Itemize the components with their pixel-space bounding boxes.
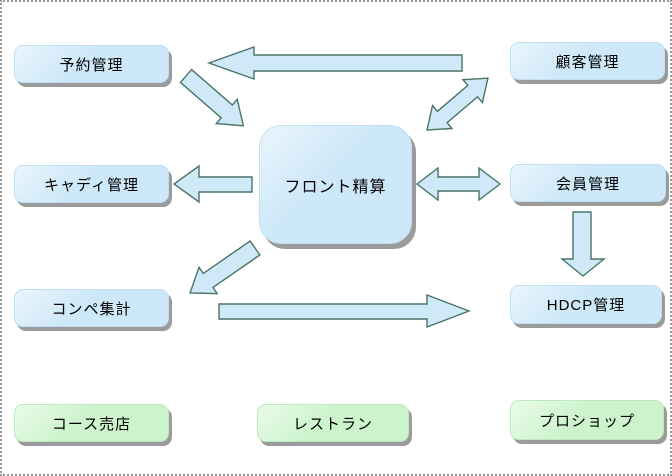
restaurant-box: レストラン — [257, 404, 409, 442]
arrow-customer-to-reservation — [206, 46, 463, 80]
arrow-front-to-caddy — [172, 164, 253, 204]
course-shop-box: コース売店 — [14, 404, 169, 442]
arrow-member-to-hdcp — [560, 211, 606, 277]
customer-management-box: 顧客管理 — [510, 42, 665, 80]
pro-shop-box: プロショップ — [510, 400, 664, 440]
caddy-management-box: キャディ管理 — [14, 165, 169, 203]
arrow-reservation-to-front — [179, 68, 245, 127]
arrow-front-customer-bidirectional — [426, 77, 489, 131]
arrow-front-to-competition — [189, 240, 261, 295]
reservation-management-box: 予約管理 — [14, 45, 169, 83]
competition-tally-box: コンペ集計 — [14, 289, 169, 327]
hdcp-management-box: HDCP管理 — [510, 285, 662, 324]
arrow-front-member-bidirectional — [415, 166, 502, 202]
member-management-box: 会員管理 — [510, 164, 666, 202]
arrow-competition-to-hdcp — [218, 293, 471, 329]
front-checkout-box: フロント精算 — [259, 125, 412, 244]
